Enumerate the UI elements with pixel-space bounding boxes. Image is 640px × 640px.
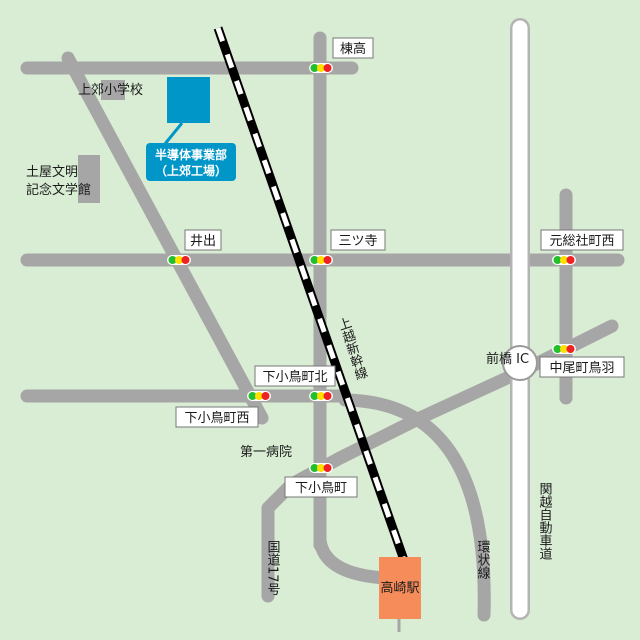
label-box-shimokotorimachi xyxy=(284,476,358,498)
traffic-signal-icon xyxy=(247,391,271,401)
traffic-signal-icon xyxy=(167,255,191,265)
road-diagonal-west xyxy=(61,51,269,425)
label-nakaomachi-toriba: 中尾町鳥羽 xyxy=(549,361,614,376)
label-shimokotorimachi-nishi: 下小鳥町西 xyxy=(184,411,249,426)
label-box-nakaomachi-toriba xyxy=(539,356,625,378)
traffic-signal-icon xyxy=(309,463,333,473)
label-kanjosen: 環状線 xyxy=(475,540,491,579)
traffic-signal-icon xyxy=(552,344,576,354)
label-munetaka: 棟高 xyxy=(340,41,366,57)
label-box-shimokotorimachi-nishi xyxy=(175,406,259,428)
traffic-signal-icon xyxy=(309,255,333,265)
traffic-signal-icon xyxy=(309,391,333,401)
label-box-ide xyxy=(184,229,222,251)
label-box-mitsudera xyxy=(330,229,386,251)
traffic-signals xyxy=(167,63,576,473)
takasaki-station xyxy=(379,557,421,619)
label-ide: 井出 xyxy=(190,234,216,249)
label-gensoshamachi-nishi: 元総社町西 xyxy=(549,233,614,249)
intersection-labels: 棟高 井出 三ツ寺 元総社町西 中尾町鳥羽 下小鳥町北 下小鳥町西 下小鳥町 xyxy=(175,37,625,498)
label-box-shimokotorimachi-kita xyxy=(254,365,336,387)
label-daiichi-hospital: 第一病院 xyxy=(240,445,292,460)
kamisato-school-building xyxy=(101,80,125,100)
interchange-icon xyxy=(502,345,538,381)
factory-label-line2: （上郊工場） xyxy=(155,163,227,178)
label-box-gensoshamachi-nishi xyxy=(540,229,624,251)
shinkansen-dashes xyxy=(215,27,408,564)
label-maebashi-ic: 前橋 IC xyxy=(486,351,529,367)
joetsu-shinkansen-line xyxy=(213,26,410,565)
tsuchiya-museum-building xyxy=(78,155,100,203)
label-kamisato-school: 上郊小学校 xyxy=(78,82,143,98)
traffic-signal-icon xyxy=(309,63,333,73)
label-takasaki-station: 高崎駅 xyxy=(380,580,419,596)
traffic-signal-icon xyxy=(552,255,576,265)
label-shimokotorimachi: 下小鳥町 xyxy=(295,481,347,496)
factory-building xyxy=(167,77,210,123)
label-kokudo17: 国道17号 xyxy=(265,540,281,596)
kanetsu-expressway-group xyxy=(502,18,538,620)
label-mitsudera: 三ツ寺 xyxy=(338,234,377,249)
factory-label-box xyxy=(146,143,236,181)
label-box-munetaka xyxy=(332,37,374,59)
label-shimokotorimachi-kita: 下小鳥町北 xyxy=(262,370,327,385)
factory-label-line1: 半導体事業部 xyxy=(155,147,227,162)
label-kanetsu-expressway: 関越自動車道 xyxy=(537,482,553,560)
label-tsuchiya-line1: 土屋文明 xyxy=(26,165,78,180)
label-tsuchiya-line2: 記念文学館 xyxy=(26,182,91,198)
road-kanjosen xyxy=(338,393,491,622)
